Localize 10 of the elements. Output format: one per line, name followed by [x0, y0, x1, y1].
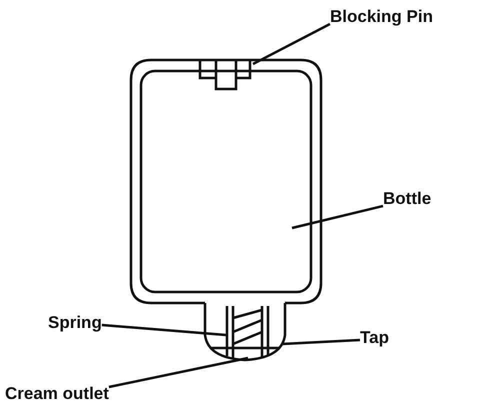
leader-line: [282, 338, 360, 346]
part-label: Cream outlet: [5, 384, 109, 404]
part-label: Bottle: [383, 189, 432, 209]
leader-line: [252, 22, 331, 66]
part-label: Tap: [360, 328, 389, 348]
part-label: Spring: [48, 313, 102, 333]
leader-line: [108, 356, 248, 388]
part-label: Blocking Pin: [330, 7, 433, 27]
leader-line: [102, 324, 226, 336]
leader-line: [292, 204, 384, 230]
